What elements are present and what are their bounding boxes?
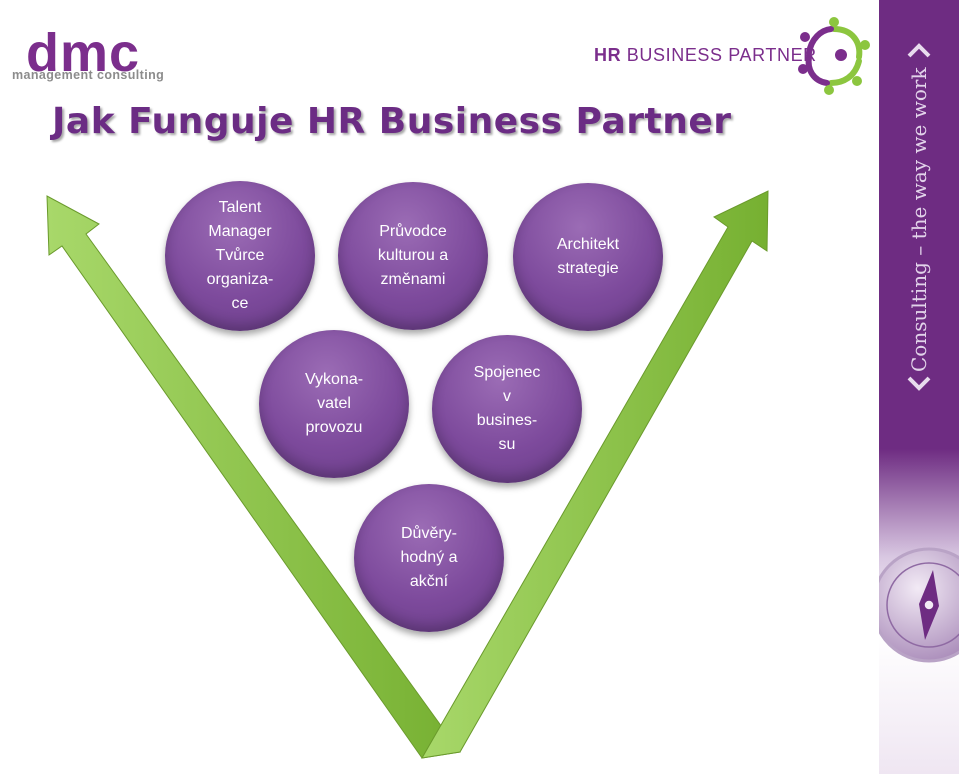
role-culture-guide: Průvodce kulturou a změnami (338, 182, 488, 330)
dmc-logo: dmc management consulting (12, 23, 187, 84)
hr-logo-bold: HR (594, 45, 622, 65)
role-label: Důvěry- hodný a akční (400, 525, 458, 590)
role-strategy-architect: Architekt strategie (513, 183, 663, 331)
chevron-up-icon (907, 43, 931, 58)
dmc-logo-word: dmc (26, 23, 141, 83)
role-business-ally: Spojenec v busines- su (432, 335, 582, 483)
hr-business-partner-logo: HR BUSINESS PARTNER (594, 45, 817, 66)
role-label: Průvodce kulturou a změnami (377, 223, 449, 288)
people-circle-icon (798, 17, 870, 95)
hr-logo-rest: BUSINESS PARTNER (621, 45, 817, 65)
role-operations-executor: Vykona- vatel provozu (259, 330, 409, 478)
role-label: Talent Manager Tvůrce organiza- ce (206, 199, 274, 312)
chevron-down-icon (907, 376, 931, 391)
role-talent-manager: Talent Manager Tvůrce organiza- ce (165, 181, 315, 331)
arrow-right (421, 190, 769, 759)
role-label: Architekt strategie (556, 236, 620, 277)
role-label: Vykona- vatel provozu (304, 371, 364, 436)
arrow-left (46, 195, 461, 759)
role-trustworthy-actor: Důvěry- hodný a akční (354, 484, 504, 632)
page-title: Jak Funguje HR Business Partner (52, 101, 732, 142)
dmc-logo-tagline: management consulting (12, 68, 165, 82)
compass-icon (879, 547, 959, 663)
role-label: Spojenec v busines- su (473, 364, 541, 453)
sidebar-banner (879, 0, 959, 774)
